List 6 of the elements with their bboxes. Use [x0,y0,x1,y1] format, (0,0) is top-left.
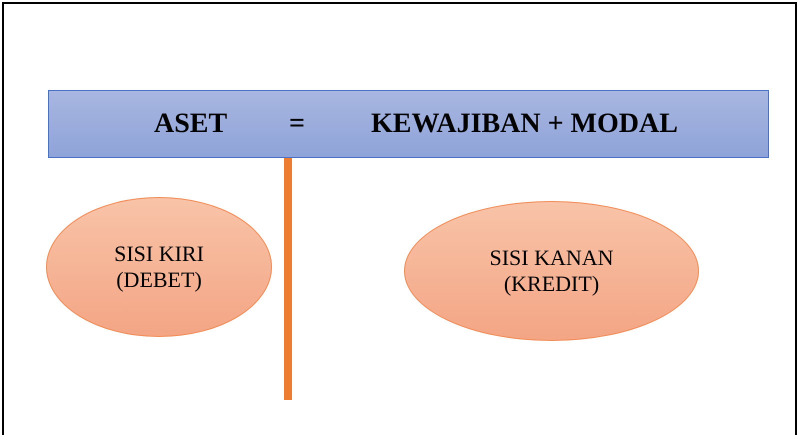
equals-sign: = [289,108,305,140]
equation-term: ASET [154,108,228,140]
equation-band [48,90,769,158]
ellipse-label: SISI KANAN (KREDIT) [488,245,615,297]
equation-term: KEWAJIBAN + MODAL [371,108,678,140]
ellipse-label: SISI KIRI (DEBET) [113,241,205,293]
